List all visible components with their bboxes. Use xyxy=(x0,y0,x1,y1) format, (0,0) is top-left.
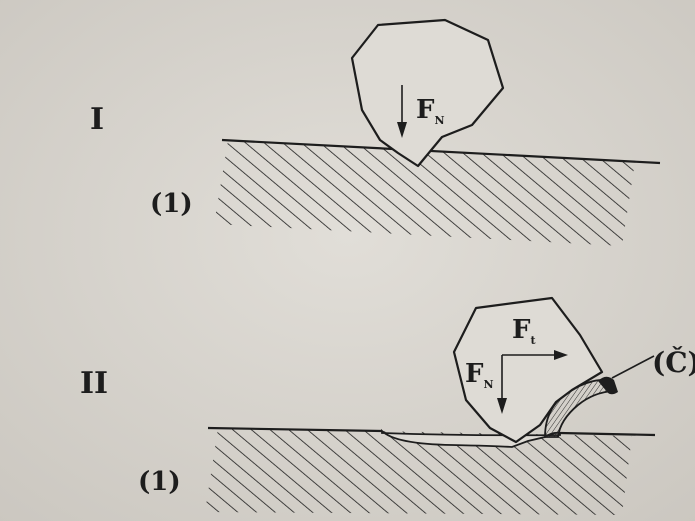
panel-i-fn-subscript: N xyxy=(434,114,444,127)
panel-ii-ft-symbol: F xyxy=(512,315,531,345)
panel-ii-abrasive-grain xyxy=(452,296,604,444)
panel-ii-surface-label: (1) xyxy=(138,467,181,497)
panel-ii-fn-symbol: F xyxy=(465,359,484,389)
panel-ii-chip-leader-line xyxy=(611,355,655,379)
panel-ii-tangential-force-arrow xyxy=(502,350,568,360)
panel-ii-roman-label: II xyxy=(80,366,108,401)
panel-ii-fn-label: FN xyxy=(465,359,494,391)
panel-ii-chip-tip xyxy=(598,376,618,395)
panel-ii-surface-line-right xyxy=(559,431,656,437)
panel-ii-normal-force-arrow xyxy=(497,355,507,414)
panel-ii-ft-subscript: t xyxy=(530,334,536,347)
panel-i-hatched-surface xyxy=(214,141,635,246)
panel-ii-ft-label: Ft xyxy=(512,315,536,347)
panel-i-normal-force-arrow xyxy=(397,85,407,138)
panel-i-surface-line xyxy=(221,138,661,165)
panel-ii-fn-subscript: N xyxy=(483,378,493,391)
panel-i: I FN (1) xyxy=(90,18,661,246)
panel-ii-hatched-surface xyxy=(205,428,632,515)
panel-i-fn-symbol: F xyxy=(416,95,435,125)
panel-ii-chip-label: (Č) xyxy=(652,345,695,379)
panel-i-abrasive-grain xyxy=(350,18,505,168)
panel-i-roman-label: I xyxy=(90,102,104,137)
panel-ii-surface-line-left xyxy=(207,426,383,433)
panel-ii: II (Č) FN Ft (1) xyxy=(80,296,695,515)
panel-i-fn-label: FN xyxy=(416,95,445,127)
panel-i-surface-label: (1) xyxy=(150,189,193,219)
